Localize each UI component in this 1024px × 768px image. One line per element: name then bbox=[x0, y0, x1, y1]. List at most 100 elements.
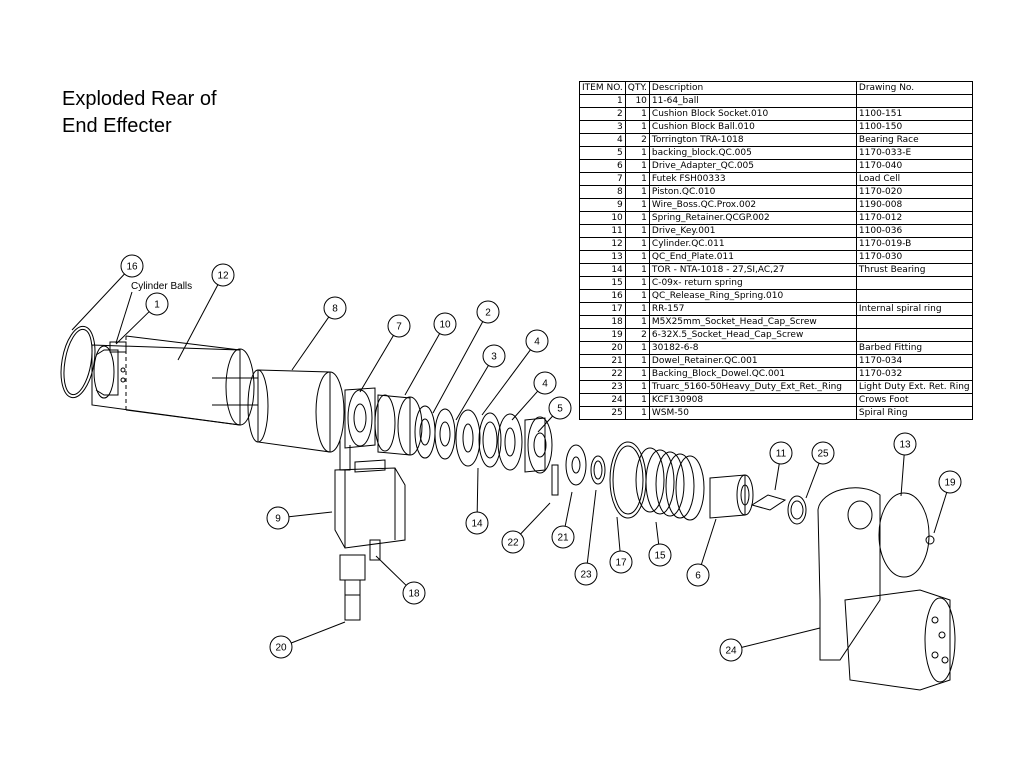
callout-bubble bbox=[120, 254, 144, 278]
callout-number: 22 bbox=[507, 538, 519, 549]
slide-title: Exploded Rear of End Effecter bbox=[62, 86, 217, 140]
callout-bubble bbox=[476, 300, 500, 324]
part-return-spring bbox=[635, 447, 705, 521]
callout-4: 4 bbox=[481, 329, 549, 416]
callout-number: 3 bbox=[491, 352, 497, 363]
callout-2: 2 bbox=[432, 300, 500, 414]
callout-23: 23 bbox=[574, 489, 598, 586]
callout-bubble bbox=[387, 314, 411, 338]
callout-leader bbox=[288, 511, 333, 518]
callout-bubble bbox=[402, 581, 426, 605]
callout-number: 21 bbox=[557, 533, 569, 544]
cylinder-balls-label: Cylinder Balls bbox=[131, 281, 192, 292]
callout-number: 19 bbox=[944, 478, 956, 489]
callout-number: 14 bbox=[471, 519, 483, 530]
callout-bubble bbox=[938, 470, 962, 494]
callout-bubble bbox=[609, 550, 633, 574]
callout-leader bbox=[586, 489, 597, 564]
callout-bubble bbox=[648, 543, 672, 567]
part-cushion-blocks bbox=[414, 405, 456, 460]
callout-leader bbox=[291, 316, 330, 371]
callout-leader bbox=[933, 492, 948, 534]
part-drive-key bbox=[750, 494, 787, 511]
callout-bubble bbox=[525, 329, 549, 353]
callout-6: 6 bbox=[686, 518, 717, 587]
callout-number: 2 bbox=[485, 308, 491, 319]
callout-bubble bbox=[811, 441, 835, 465]
part-cylinder bbox=[91, 335, 255, 426]
callout-number: 18 bbox=[408, 589, 420, 600]
callout-number: 5 bbox=[557, 404, 563, 415]
callout-leader bbox=[476, 467, 479, 513]
callout-22: 22 bbox=[501, 502, 551, 554]
callout-bubble bbox=[548, 396, 572, 420]
callout-25: 25 bbox=[805, 441, 835, 499]
part-piston bbox=[212, 369, 351, 471]
callout-leader bbox=[177, 284, 219, 361]
callout-number: 12 bbox=[217, 271, 229, 282]
callout-21: 21 bbox=[551, 491, 575, 549]
callout-18: 18 bbox=[375, 555, 426, 605]
callout-1: 1 bbox=[115, 292, 169, 345]
callout-bubble bbox=[323, 296, 347, 320]
callout-14: 14 bbox=[465, 467, 489, 535]
bom-qty: 1 bbox=[624, 198, 650, 212]
callout-leader bbox=[774, 463, 780, 491]
callout-bubble bbox=[465, 511, 489, 535]
callout-leader bbox=[432, 321, 484, 414]
callout-number: 9 bbox=[275, 514, 281, 525]
callout-8: 8 bbox=[291, 296, 347, 371]
callout-leader bbox=[700, 518, 717, 565]
part-load-cell bbox=[344, 387, 376, 449]
part-drive-adapter bbox=[709, 474, 754, 519]
callout-leader bbox=[520, 502, 551, 535]
callout-leader bbox=[375, 555, 407, 586]
callout-17: 17 bbox=[609, 516, 633, 574]
callout-leader bbox=[537, 415, 553, 433]
callout-bubble bbox=[433, 312, 457, 336]
callout-7: 7 bbox=[359, 314, 411, 393]
callout-3: 3 bbox=[455, 344, 506, 421]
part-release-ring bbox=[60, 325, 96, 399]
callout-bubble bbox=[686, 563, 710, 587]
callout-13: 13 bbox=[893, 432, 917, 497]
callout-leader bbox=[71, 273, 125, 331]
part-end-plate bbox=[878, 492, 935, 578]
callout-11: 11 bbox=[769, 441, 793, 491]
callout-number: 24 bbox=[725, 646, 737, 657]
part-internal-spiral-ring bbox=[609, 441, 647, 519]
callout-number: 16 bbox=[126, 262, 138, 273]
callout-leader bbox=[511, 390, 539, 421]
bom-description: WSM-50 bbox=[648, 406, 857, 420]
callout-number: 25 bbox=[817, 449, 829, 460]
callout-leader bbox=[455, 365, 489, 421]
callout-leader bbox=[900, 454, 905, 497]
callout-number: 15 bbox=[654, 551, 666, 562]
part-wire-boss bbox=[334, 459, 406, 561]
callout-number: 4 bbox=[534, 337, 540, 348]
callout-number: 20 bbox=[275, 643, 287, 654]
callout-number: 4 bbox=[542, 379, 548, 390]
callout-bubble bbox=[269, 635, 293, 659]
callout-4: 4 bbox=[511, 371, 557, 421]
part-spring-retainer bbox=[374, 394, 423, 456]
part-barbed-fitting bbox=[339, 554, 366, 621]
callout-number: 1 bbox=[154, 300, 160, 311]
callout-bubble bbox=[893, 432, 917, 456]
callout-5: 5 bbox=[537, 396, 572, 433]
callout-number: 6 bbox=[695, 571, 701, 582]
callout-leader bbox=[805, 463, 820, 499]
callout-bubble bbox=[574, 562, 598, 586]
